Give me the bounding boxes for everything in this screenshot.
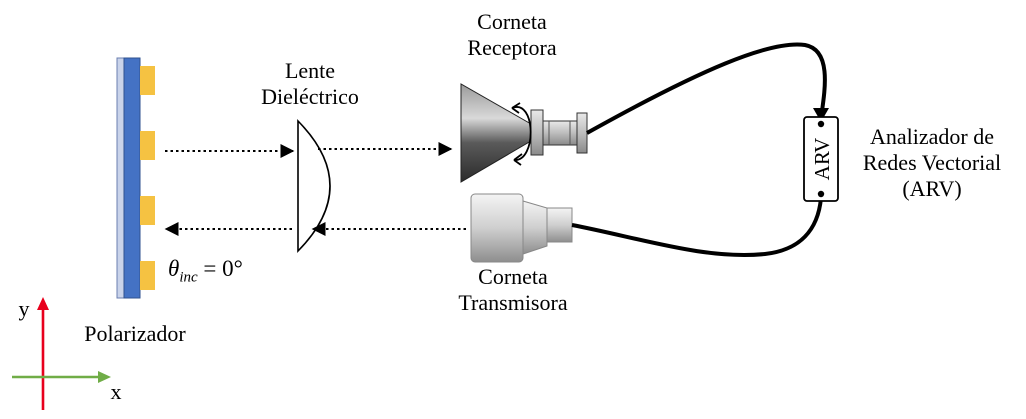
analyzer-label-line3: (ARV) bbox=[902, 176, 962, 201]
transmitter-horn-label: Corneta Transmisora bbox=[428, 264, 598, 316]
angle-symbol: θ bbox=[168, 256, 180, 281]
cable-receiver bbox=[586, 42, 827, 135]
receiver-horn-label-line1: Corneta bbox=[477, 9, 547, 34]
receiver-horn-label-line2: Receptora bbox=[467, 35, 557, 60]
analyzer-label-line1: Analizador de bbox=[870, 124, 994, 149]
coordinate-axes bbox=[12, 297, 111, 410]
transmitter-horn-label-line2: Transmisora bbox=[458, 290, 568, 315]
receiver-horn-label: Corneta Receptora bbox=[438, 9, 586, 61]
cable-transmitter bbox=[571, 197, 823, 257]
axis-x-label: x bbox=[110, 379, 122, 404]
cables bbox=[571, 42, 829, 257]
transmitter-horn-label-line1: Corneta bbox=[478, 264, 548, 289]
polarizer-patch bbox=[140, 196, 155, 225]
incidence-angle-label: θinc = 0° bbox=[168, 256, 288, 291]
axis-y-label: y bbox=[18, 296, 30, 321]
analyzer-label-line2: Redes Vectorial bbox=[862, 150, 1002, 175]
polarizer-substrate-edge bbox=[116, 57, 125, 299]
lens-label: Lente Dieléctrico bbox=[240, 58, 380, 110]
polarizer-patch bbox=[140, 131, 155, 160]
polarizer-label: Polarizador bbox=[84, 321, 186, 346]
angle-subscript: inc bbox=[179, 269, 198, 286]
rotation-arrow-icon bbox=[511, 106, 532, 161]
polarizer-substrate bbox=[123, 57, 141, 299]
angle-value: = 0° bbox=[197, 256, 243, 281]
analyzer-label: Analizador de Redes Vectorial (ARV) bbox=[842, 124, 1022, 202]
arv-box: ARV bbox=[803, 116, 839, 202]
polarizer-patch bbox=[140, 261, 155, 290]
polarizer bbox=[116, 57, 155, 299]
lens-label-line2: Dieléctrico bbox=[261, 84, 359, 109]
dielectric-lens bbox=[297, 119, 331, 253]
arv-box-label: ARV bbox=[810, 138, 834, 181]
transmitter-horn bbox=[470, 193, 573, 263]
receiver-horn bbox=[460, 83, 588, 183]
lens-label-line1: Lente bbox=[284, 58, 336, 83]
beam-paths bbox=[164, 142, 466, 236]
polarizer-patch bbox=[140, 66, 155, 95]
